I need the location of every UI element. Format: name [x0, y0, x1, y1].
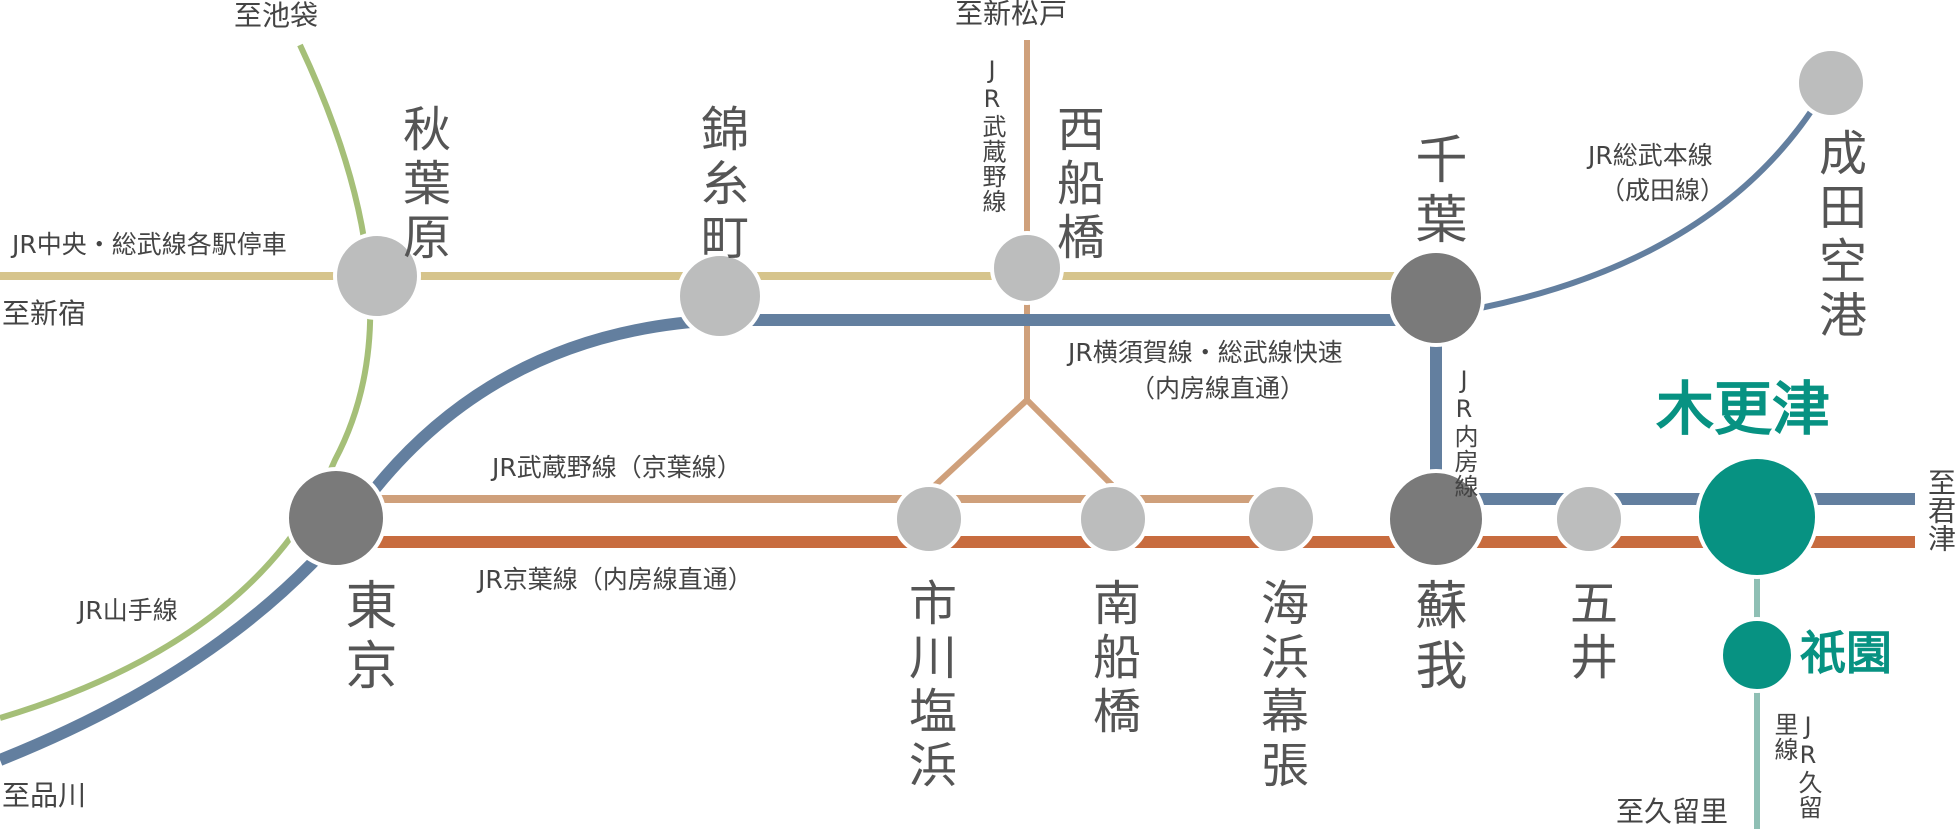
- station-marker-kinshicho[interactable]: [676, 252, 764, 340]
- station-marker-narita-airport[interactable]: [1795, 47, 1867, 119]
- station-name-narita-airport[interactable]: 成田空港: [1810, 128, 1866, 344]
- station-marker-tokyo[interactable]: [285, 467, 387, 569]
- station-name-gion[interactable]: 祇園: [1800, 626, 1892, 680]
- line-label-uchibo: JR内房線: [1450, 366, 1478, 499]
- dest-shinmatsudo: 至新松戸: [955, 0, 1068, 30]
- station-name-goi[interactable]: 五井: [1561, 578, 1617, 686]
- station-marker-nishifunabashi[interactable]: [990, 231, 1064, 305]
- station-name-akihabara[interactable]: 秋葉原: [394, 104, 450, 266]
- line-label-sobu-main: JR総武本線: [1588, 141, 1713, 170]
- station-name-kaihinmakuhari[interactable]: 海浜幕張: [1252, 578, 1308, 794]
- station-name-nishifunabashi[interactable]: 西船橋: [1048, 104, 1104, 266]
- station-marker-kaihinmakuhari[interactable]: [1245, 483, 1317, 555]
- station-name-tokyo[interactable]: 東京: [336, 578, 396, 698]
- line-label-yokosuka: JR横須賀線・総武線快速: [1068, 338, 1343, 367]
- station-marker-soga[interactable]: [1386, 469, 1486, 569]
- dest-kururi: 至久留里: [1616, 795, 1729, 828]
- line-label-keiyo: JR京葉線（内房線直通）: [478, 565, 753, 594]
- line-label-musashino: JR武蔵野線: [978, 56, 1006, 214]
- musashino-line: [927, 40, 1115, 493]
- line-label-chuo-sobu: JR中央・総武線各駅停車: [12, 230, 287, 259]
- station-name-soga[interactable]: 蘇我: [1406, 578, 1466, 698]
- station-marker-akihabara[interactable]: [333, 232, 421, 320]
- line-label-yokosuka-through: （内房線直通）: [1130, 374, 1306, 403]
- station-name-chiba[interactable]: 千葉: [1406, 132, 1466, 252]
- station-marker-kisarazu[interactable]: [1695, 455, 1819, 579]
- station-name-kisarazu[interactable]: 木更津: [1656, 375, 1831, 443]
- station-name-kinshicho[interactable]: 錦糸町: [692, 104, 748, 266]
- station-marker-goi[interactable]: [1553, 483, 1625, 555]
- station-name-minamifunabashi[interactable]: 南船橋: [1084, 578, 1140, 740]
- dest-shinjuku: 至新宿: [2, 297, 87, 330]
- dest-ikebukuro: 至池袋: [234, 0, 319, 32]
- station-marker-gion[interactable]: [1719, 617, 1795, 693]
- dest-kimitsu: 至君津: [1924, 468, 1957, 552]
- dest-shinagawa: 至品川: [2, 779, 87, 812]
- line-label-kururi: JR久留里線: [1770, 712, 1822, 820]
- line-label-musashino-keiyo: JR武蔵野線（京葉線）: [492, 453, 742, 482]
- station-marker-chiba[interactable]: [1387, 249, 1485, 347]
- yamanote-line: [0, 43, 374, 721]
- line-label-narita: （成田線）: [1600, 176, 1726, 205]
- sobu-main-line: [1435, 108, 1815, 319]
- line-label-yamanote: JR山手線: [78, 596, 178, 625]
- station-marker-ichikawashiohama[interactable]: [893, 483, 965, 555]
- station-name-ichikawashiohama[interactable]: 市川塩浜: [900, 578, 956, 794]
- station-marker-minamifunabashi[interactable]: [1077, 483, 1149, 555]
